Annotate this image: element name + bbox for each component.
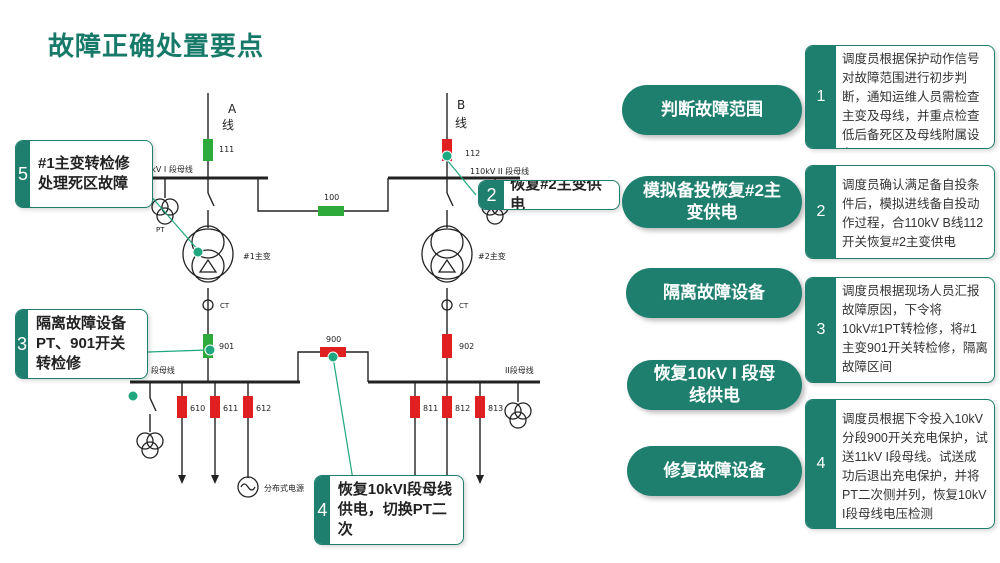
ct-label-2: CT bbox=[459, 302, 469, 310]
callout-3-number: 3 bbox=[16, 310, 28, 378]
single-line-diagram: A 线 B 线 111 112 100 900 901 902 610 611 … bbox=[127, 93, 540, 498]
callout-2-text: 恢复#2主变供电 bbox=[510, 180, 602, 210]
label-112: 112 bbox=[465, 149, 480, 158]
line-b-suffix: 线 bbox=[455, 116, 467, 130]
label-811: 811 bbox=[423, 404, 438, 413]
step-2-number: 2 bbox=[806, 166, 836, 258]
step-3-description: 调度员根据现场人员汇报故障原因，下令将10kV#1PT转检修，将#1主变901开… bbox=[842, 284, 988, 374]
callout-3: 3 隔离故障设备PT、901开关转检修 bbox=[15, 309, 148, 379]
step-4-description: 调度员根据下令投入10kV分段900开关充电保护，试送11kV I段母线。试送成… bbox=[842, 412, 988, 521]
step-4-number: 4 bbox=[806, 400, 836, 528]
step-restore-title: 恢复10kV I 段母线供电 bbox=[627, 360, 802, 410]
callout-5-text: #1主变转检修处理死区故障 bbox=[38, 155, 130, 192]
label-902: 902 bbox=[459, 342, 474, 351]
pt-label: PT bbox=[156, 226, 165, 234]
ct-label-1: CT bbox=[220, 302, 230, 310]
callout-3-text: 隔离故障设备PT、901开关转检修 bbox=[35, 315, 126, 372]
breaker-902 bbox=[442, 334, 452, 358]
step-3-number: 3 bbox=[806, 278, 836, 382]
label-100: 100 bbox=[324, 193, 339, 202]
bus-110-1-label: 110kV I 段母线 bbox=[136, 164, 193, 174]
breaker-610 bbox=[177, 396, 187, 418]
transformer-1-label: #1主变 bbox=[243, 251, 271, 261]
breaker-812 bbox=[442, 396, 452, 418]
step-4-title: 修复故障设备 bbox=[627, 446, 802, 496]
callout-5-number: 5 bbox=[16, 141, 30, 207]
label-111: 111 bbox=[219, 145, 234, 154]
label-610: 610 bbox=[190, 404, 205, 413]
callout-2-number: 2 bbox=[479, 181, 505, 209]
breaker-100 bbox=[318, 206, 344, 216]
step-1-description: 调度员根据保护动作信号对故障范围进行初步判断，通知运维人员需检查主变及母线，并重… bbox=[842, 52, 980, 148]
step-2-title: 模拟备投恢复#2主变供电 bbox=[622, 176, 802, 228]
bus-10-2-label: II段母线 bbox=[505, 365, 534, 375]
breaker-612 bbox=[243, 396, 253, 418]
callout-4-text: 恢复10kVI段母线供电，切换PT二次 bbox=[337, 481, 452, 538]
callout-2: 2 恢复#2主变供电 bbox=[478, 180, 620, 210]
breaker-813 bbox=[475, 396, 485, 418]
line-a-suffix: 线 bbox=[222, 118, 234, 132]
callout-4-number: 4 bbox=[315, 476, 330, 544]
label-900: 900 bbox=[326, 335, 341, 344]
transformer-2-label: #2主变 bbox=[478, 251, 506, 261]
breaker-111 bbox=[203, 139, 213, 161]
bus-10-1-label: I 段母线 bbox=[146, 365, 175, 375]
breaker-811 bbox=[410, 396, 420, 418]
dg-label: 分布式电源 bbox=[264, 483, 304, 493]
step-4-card: 4 调度员根据下令投入10kV分段900开关充电保护，试送11kV I段母线。试… bbox=[805, 399, 995, 529]
label-612: 612 bbox=[256, 404, 271, 413]
line-a-letter: A bbox=[228, 102, 237, 116]
breaker-112 bbox=[442, 139, 452, 161]
label-901: 901 bbox=[219, 342, 234, 351]
step-3-title: 隔离故障设备 bbox=[626, 268, 802, 318]
step-2-card: 2 调度员确认满足备自投条件后，模拟进线备自投动作过程，合110kV B线112… bbox=[805, 165, 995, 259]
callout-5: 5 #1主变转检修处理死区故障 bbox=[15, 140, 153, 208]
step-1-card: 1 调度员根据保护动作信号对故障范围进行初步判断，通知运维人员需检查主变及母线，… bbox=[805, 45, 995, 149]
page-title: 故障正确处置要点 bbox=[48, 31, 265, 61]
label-812: 812 bbox=[455, 404, 470, 413]
bus-110-2-label: 110kV II 段母线 bbox=[470, 166, 529, 176]
line-b-letter: B bbox=[457, 98, 465, 112]
step-1-number: 1 bbox=[806, 46, 836, 148]
breaker-611 bbox=[210, 396, 220, 418]
step-1-title: 判断故障范围 bbox=[622, 85, 802, 135]
label-813: 813 bbox=[488, 404, 503, 413]
step-2-description: 调度员确认满足备自投条件后，模拟进线备自投动作过程，合110kV B线112开关… bbox=[842, 178, 984, 249]
step-3-card: 3 调度员根据现场人员汇报故障原因，下令将10kV#1PT转检修，将#1主变90… bbox=[805, 277, 995, 383]
callout-4: 4 恢复10kVI段母线供电，切换PT二次 bbox=[314, 475, 464, 545]
label-611: 611 bbox=[223, 404, 238, 413]
